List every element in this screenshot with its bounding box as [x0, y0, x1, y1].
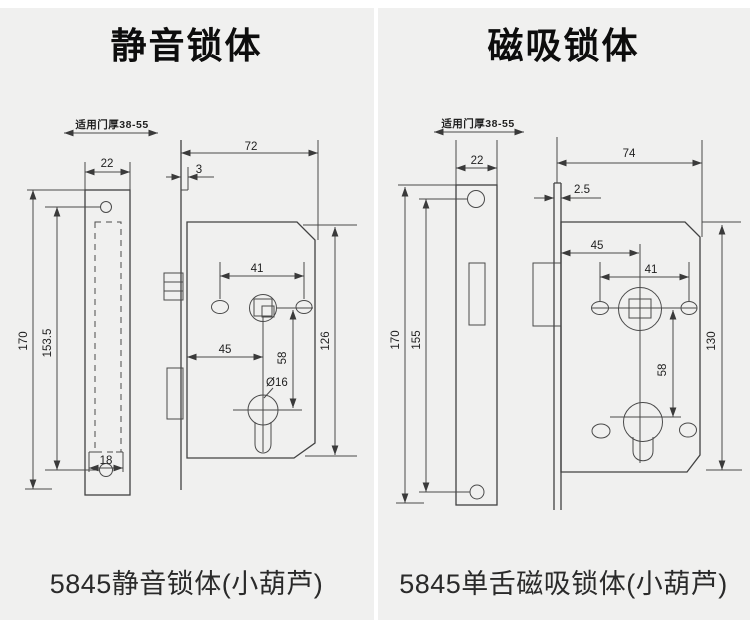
- left-faceplate-outline: [84, 189, 131, 496]
- left-faceplate-front-view: [25, 129, 158, 496]
- right-body-outline: [560, 221, 701, 473]
- right-dim-labels: 适用门厚38-55 22 170 155 74 2.5 45 41 58 130: [390, 117, 718, 376]
- right-faceplate-bottom-hole: [469, 484, 485, 500]
- left-product-caption: 5845静音锁体(小葫芦): [49, 569, 324, 599]
- right-lock-body-side-view: [532, 137, 742, 510]
- left-panel-title: 静音锁体: [110, 25, 263, 66]
- left-dim-hole-spacing: 153.5: [42, 329, 54, 358]
- left-dim-faceplate-height: 170: [18, 331, 30, 350]
- right-cylinder-hole: [623, 402, 663, 442]
- panel-divider: [374, 0, 378, 620]
- left-dim-body-width: 72: [245, 141, 258, 153]
- left-faceplate-top-hole: [100, 201, 112, 213]
- left-dim-faceplate-width: 22: [101, 158, 114, 170]
- right-dim-spindle-to-cylinder: 58: [657, 364, 669, 377]
- left-door-note: 适用门厚38-55: [75, 118, 148, 131]
- right-faceplate-top-hole: [467, 190, 485, 208]
- left-handle-hole: [211, 300, 229, 314]
- right-strip-edge: [553, 182, 562, 510]
- right-bottom-screw-hole: [591, 423, 611, 439]
- left-body-outline: [186, 221, 316, 459]
- right-faceplate-outline: [455, 184, 498, 506]
- left-dim-handle-spacing: 41: [251, 263, 264, 275]
- left-dim-backset: 45: [219, 344, 232, 356]
- right-dim-body-height: 130: [706, 331, 718, 350]
- left-dim-spindle-to-cylinder: 58: [277, 352, 289, 365]
- right-dim-faceplate-height: 170: [390, 330, 402, 349]
- right-panel-title: 磁吸锁体: [487, 25, 640, 66]
- right-faceplate-front-view: [396, 128, 524, 506]
- left-lock-body-side-view: [163, 140, 357, 490]
- right-dim-hole-spacing: 155: [411, 330, 423, 349]
- right-magnetic-latch: [532, 262, 562, 327]
- left-dim-body-height: 126: [320, 331, 332, 350]
- right-door-note: 适用门厚38-55: [441, 117, 514, 130]
- right-latch-window: [468, 262, 486, 326]
- right-product-caption: 5845单舌磁吸锁体(小葫芦): [399, 569, 728, 599]
- left-handle-hole: [295, 300, 313, 314]
- right-dim-backset: 45: [591, 240, 604, 252]
- right-dim-plate-thickness: 2.5: [574, 184, 590, 196]
- right-dim-handle-spacing: 41: [645, 264, 658, 276]
- right-dim-body-width: 74: [623, 148, 636, 160]
- right-bottom-screw-hole: [679, 422, 697, 438]
- left-dim-cylinder-diameter: Ø16: [266, 377, 288, 389]
- left-dim-plate-thickness: 3: [196, 164, 202, 176]
- left-dim-labels: 适用门厚38-55 22 170 153.5 18 72 3 41 45 58 …: [18, 118, 332, 467]
- left-aux-bolt: [166, 367, 184, 420]
- right-dim-faceplate-width: 22: [471, 155, 484, 167]
- left-dim-bottom-hole-width: 18: [100, 455, 113, 467]
- left-latch-bolt: [163, 272, 184, 301]
- left-faceplate-dashed-box: [94, 221, 122, 453]
